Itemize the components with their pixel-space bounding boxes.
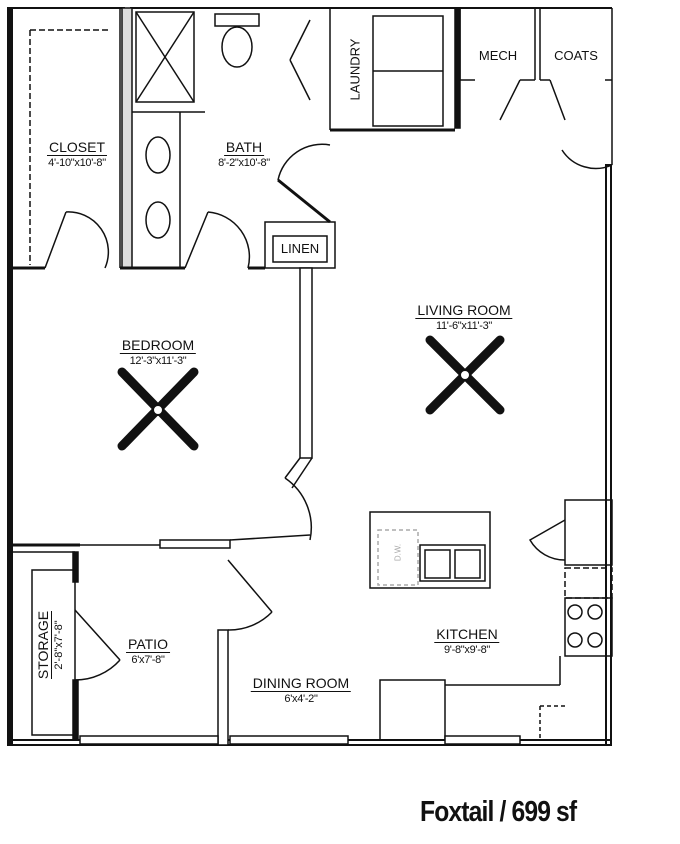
laundry-label: LAUNDRY (347, 38, 363, 101)
living-ceiling-fan-icon (425, 335, 505, 415)
closet-walls (8, 7, 133, 270)
mech-coats-walls (459, 8, 613, 170)
coats-label: COATS (554, 48, 598, 63)
plan-title: Foxtail / 699 sf (420, 796, 577, 828)
bedroom-walls (8, 267, 313, 549)
patio-walls (8, 551, 273, 746)
laundry-walls (289, 7, 461, 132)
linen-label: LINEN (280, 241, 320, 256)
bedroom-ceiling-fan-icon (117, 367, 199, 451)
windows (79, 735, 521, 745)
mech-label: MECH (478, 48, 518, 63)
bath-fixtures (120, 11, 331, 270)
kitchen (369, 499, 613, 741)
outer-walls (7, 7, 612, 746)
dishwasher-label: D.W. (393, 543, 403, 562)
